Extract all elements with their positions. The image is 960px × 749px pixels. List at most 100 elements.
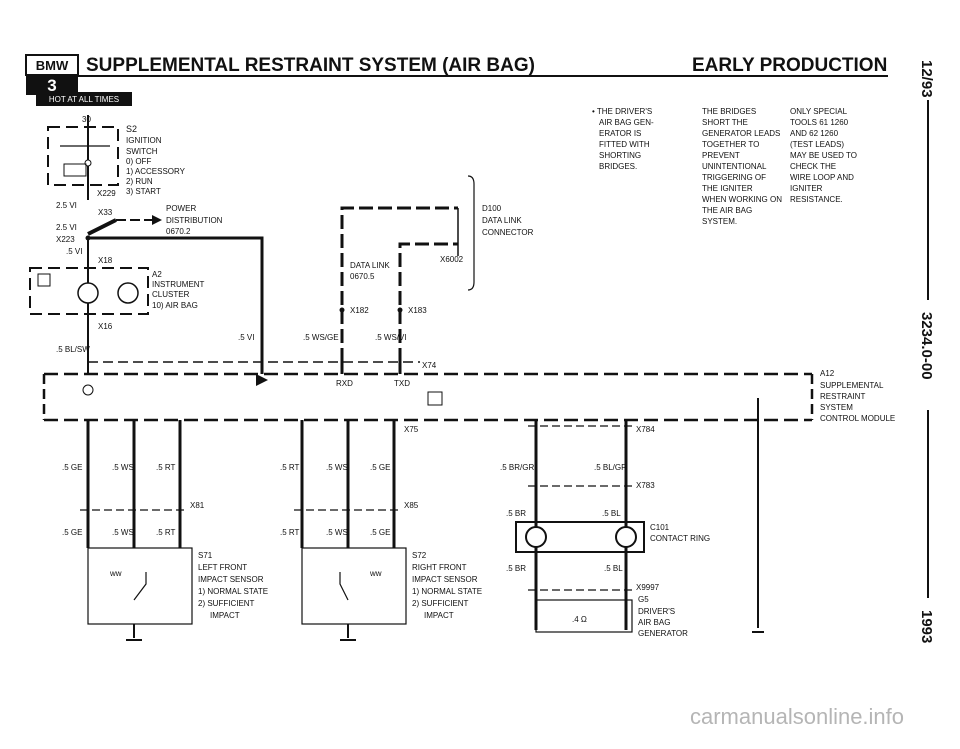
wire-color-label: .5 WS — [326, 463, 348, 472]
notes: • THE DRIVER'S AIR BAG GEN- ERATOR IS FI… — [592, 107, 857, 226]
note-column-2: THE BRIDGES SHORT THE GENERATOR LEADS TO… — [702, 107, 782, 226]
note-line: IGNITER — [790, 184, 823, 193]
side-page-code: 3234.0-00 — [918, 312, 935, 380]
wire-color-label: .5 VI — [66, 247, 82, 256]
module-terminal — [82, 384, 94, 396]
s71-state: 1) NORMAL STATE — [198, 587, 268, 596]
note-line: SYSTEM. — [702, 217, 737, 226]
note-line: AIR BAG GEN- — [599, 118, 654, 127]
d100-name-line: CONNECTOR — [482, 228, 534, 237]
wire — [88, 236, 264, 362]
instrument-cluster-a2: X18 A2 INSTRUMENT CLUSTER 10) AIR BAG X1… — [29, 256, 205, 354]
note-line: • THE DRIVER'S — [592, 107, 652, 116]
sensor-switch — [133, 572, 147, 601]
connector-x223-label: X223 — [56, 235, 75, 244]
g5-id: G5 — [638, 595, 649, 604]
arrow-right-icon — [152, 215, 162, 225]
power-dist-ref: 0670.2 — [166, 227, 191, 236]
control-module-a12: A12 SUPPLEMENTAL RESTRAINT SYSTEM CONTRO… — [42, 361, 895, 423]
wire-color-label: .5 GE — [62, 528, 82, 537]
wire — [87, 218, 117, 236]
s2-position: 1) ACCESSORY — [126, 167, 186, 176]
connector-x16-label: X16 — [98, 322, 113, 331]
wire-color-label: .5 BL/GR — [594, 463, 627, 472]
s72-id: S72 — [412, 551, 427, 560]
d100-name-line: DATA LINK — [482, 216, 522, 225]
note-line: CHECK THE — [790, 162, 836, 171]
s72-state: IMPACT — [424, 611, 454, 620]
watermark: carmanualsonline.info — [690, 704, 904, 729]
sensor-zigzag: ww — [109, 569, 122, 578]
wire-color-label: .5 BR — [506, 564, 526, 573]
connector-x784-label: X784 — [636, 425, 655, 434]
connector-x229-label: X229 — [97, 189, 116, 198]
s72-state: 1) NORMAL STATE — [412, 587, 482, 596]
note-line: WIRE LOOP AND — [790, 173, 854, 182]
cluster-symbol — [37, 273, 51, 287]
wire-color-label: .5 BL — [604, 564, 623, 573]
cluster-name-line: INSTRUMENT — [152, 280, 205, 289]
s71-state: 2) SUFFICIENT — [198, 599, 255, 608]
note-line: (TEST LEADS) — [790, 140, 844, 149]
wire-color-label: .5 BL — [602, 509, 621, 518]
note-line: MAY BE USED TO — [790, 151, 857, 160]
power-dist-line: DISTRIBUTION — [166, 216, 223, 225]
page-subtitle: EARLY PRODUCTION — [692, 55, 887, 76]
module-symbol — [427, 391, 443, 406]
data-link-ref-label: DATA LINK — [350, 261, 390, 270]
note-line: ERATOR IS — [599, 129, 641, 138]
wire-color-label: .5 BR — [506, 509, 526, 518]
series-badge-text: 3 — [47, 76, 56, 95]
cluster-dashed-box — [29, 267, 149, 315]
sensor-box — [301, 547, 407, 625]
bmw-logo-text: BMW — [36, 58, 69, 73]
wire-color-label: .5 GE — [370, 463, 390, 472]
c101-name: CONTACT RING — [650, 534, 710, 543]
wire-color-label: .5 GE — [62, 463, 82, 472]
page-title: SUPPLEMENTAL RESTRAINT SYSTEM (AIR BAG) — [86, 55, 535, 76]
sensor-switch — [339, 572, 349, 601]
txd-label: TXD — [394, 379, 410, 388]
s71-state: IMPACT — [210, 611, 240, 620]
connector-x18-label: X18 — [98, 256, 113, 265]
module-name-line: SYSTEM — [820, 403, 853, 412]
wire-color-label: .5 VI — [238, 333, 254, 342]
s2-position: 0) OFF — [126, 157, 151, 166]
data-link-ref: 0670.5 — [350, 272, 375, 281]
contact-ring-icon — [615, 526, 637, 548]
generator-resistance: .4 Ω — [572, 615, 587, 624]
contact-ring-icon — [525, 526, 547, 548]
rxd-label: RXD — [336, 379, 353, 388]
note-line: AND 62 1260 — [790, 129, 839, 138]
note-line: FITTED WITH — [599, 140, 650, 149]
s72-name-line: RIGHT FRONT — [412, 563, 467, 572]
s71-id: S71 — [198, 551, 213, 560]
generator-box — [535, 599, 633, 633]
note-line: PREVENT — [702, 151, 740, 160]
connector-x783-label: X783 — [636, 481, 655, 490]
right-impact-sensor-s72: X75 .5 RT .5 WS .5 GE X85 .5 RT .5 WS .5… — [280, 420, 482, 641]
sensor-zigzag: ww — [369, 569, 382, 578]
series-badge — [26, 75, 78, 95]
cluster-name-line: CLUSTER — [152, 290, 190, 299]
airbag-lamp-icon — [77, 282, 99, 304]
airbag-lamp-icon — [117, 282, 139, 304]
note-line: WHEN WORKING ON — [702, 195, 782, 204]
connector-x81-label: X81 — [190, 501, 205, 510]
driver-airbag-circuit: X784 .5 BR/GR .5 BL/GR X783 .5 BR .5 BL … — [500, 398, 764, 638]
connector-x74-label: X74 — [422, 361, 437, 370]
note-line: THE IGNITER — [702, 184, 753, 193]
note-line: ONLY SPECIAL — [790, 107, 848, 116]
note-line: GENERATOR LEADS — [702, 129, 780, 138]
wire-color-label: .5 RT — [156, 463, 176, 472]
d100-id: D100 — [482, 204, 502, 213]
module-name-line: CONTROL MODULE — [820, 414, 895, 423]
note-line: THE AIR BAG — [702, 206, 752, 215]
s2-name-line: IGNITION — [126, 136, 162, 145]
note-line: TOOLS 61 1260 — [790, 118, 849, 127]
power-dist-label: POWER — [166, 204, 196, 213]
note-line: TRIGGERING OF — [702, 173, 766, 182]
s2-label: S2 — [126, 124, 137, 134]
s71-name-line: LEFT FRONT — [198, 563, 247, 572]
